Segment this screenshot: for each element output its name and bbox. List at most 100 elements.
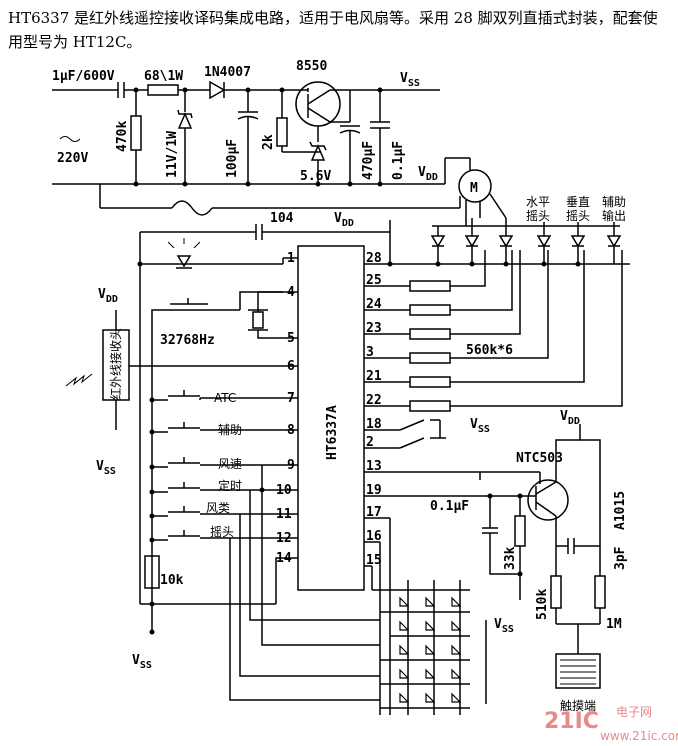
label-out-vert-1: 垂直 <box>566 195 590 209</box>
touch-pad <box>555 653 601 689</box>
label-res-1m: 1M <box>606 617 622 632</box>
svg-text:VSS: VSS <box>470 417 490 435</box>
label-out-aux-2: 输出 <box>602 208 626 223</box>
res-2k-symbol <box>276 117 288 147</box>
vdd-right: V <box>560 409 568 424</box>
vdd-ic-sub: DD <box>342 218 354 229</box>
svg-text:VDD: VDD <box>560 409 580 427</box>
label-out-horiz-1: 水平 <box>526 195 550 209</box>
label-res-in: 68\1W <box>144 69 183 84</box>
label-cap-01u-right: 0.1μF <box>430 499 469 514</box>
label-cap-3p: 3pF <box>613 546 628 570</box>
label-switch-timer: 定时 <box>218 478 242 493</box>
ic-ht6337a <box>140 245 630 591</box>
res-1m-symbol <box>594 575 606 609</box>
motor-symbol <box>458 169 492 203</box>
pin-17: 17 <box>366 505 382 520</box>
label-cap-104: 104 <box>270 211 294 226</box>
label-cap-in: 1μF/600V <box>52 69 115 84</box>
pin-18: 18 <box>366 417 382 432</box>
label-switch-speed: 风速 <box>218 457 242 471</box>
zener-56-symbol <box>310 144 326 161</box>
fuse-symbol <box>171 200 213 216</box>
vdd-ic: V <box>334 211 342 226</box>
label-switch-aux: 辅助 <box>218 423 242 437</box>
label-res-10k: 10k <box>160 573 184 588</box>
pin-8: 8 <box>287 423 295 438</box>
intro-text: HT6337 是红外线遥控接收译码集成电路，适用于电风扇等。采用 28 脚双列直… <box>8 9 658 51</box>
zener-11v-symbol <box>177 112 193 129</box>
pin-25: 25 <box>366 273 382 288</box>
vss-left: V <box>96 459 104 474</box>
vss-switch: V <box>470 417 478 432</box>
label-res-470k: 470k <box>115 121 130 152</box>
switch-bank <box>149 390 201 543</box>
watermark-text: 电子网 <box>616 705 652 719</box>
label-motor: M <box>470 181 478 196</box>
pin-15: 15 <box>366 553 382 568</box>
res-470k-symbol <box>130 115 142 151</box>
vss-bottom-sub: SS <box>140 660 152 671</box>
resistor-array <box>409 250 623 412</box>
label-switch-atc: ATC <box>214 391 236 405</box>
pin-13: 13 <box>366 459 382 474</box>
label-ic: HT6337A <box>325 405 340 460</box>
pin-14: 14 <box>276 551 292 566</box>
pin-21: 21 <box>366 369 382 384</box>
pin-2: 2 <box>366 435 374 450</box>
pin-11: 11 <box>276 507 292 522</box>
pin-10: 10 <box>276 483 292 498</box>
vss-switch-sub: SS <box>478 424 490 435</box>
pin-9: 9 <box>287 458 295 473</box>
pin-1: 1 <box>287 251 295 266</box>
pin-24: 24 <box>366 297 382 312</box>
labels: 1μF/600V 68\1W 1N4007 8550 220V 470k 11V… <box>52 59 678 743</box>
label-mains: 220V <box>57 151 88 166</box>
label-diode: 1N4007 <box>204 65 251 80</box>
vss-top: V <box>400 71 408 86</box>
pin-16: 16 <box>366 529 382 544</box>
pin-28: 28 <box>366 251 382 266</box>
vdd-right-sub: DD <box>568 416 580 427</box>
svg-text:VSS: VSS <box>96 459 116 477</box>
label-cap-470u: 470μF <box>361 141 376 180</box>
label-switch-swing: 摇头 <box>210 525 234 539</box>
label-cap-100u: 100μF <box>225 139 240 178</box>
label-res-array: 560k*6 <box>466 343 513 358</box>
transistor-a1015-symbol <box>527 479 569 521</box>
label-out-horiz-2: 摇头 <box>526 209 550 223</box>
label-touch-pad: 触摸端 <box>560 699 596 713</box>
vdd-left: V <box>98 287 106 302</box>
label-crystal: 32768Hz <box>160 333 215 348</box>
svg-text:VDD: VDD <box>98 287 118 305</box>
pin-4: 4 <box>287 285 295 300</box>
vss-left-sub: SS <box>104 466 116 477</box>
watermark-url: www.21ic.com <box>600 729 678 743</box>
svg-text:VSS: VSS <box>400 71 420 89</box>
svg-text:VDD: VDD <box>418 165 438 183</box>
res-33k-symbol <box>514 515 526 547</box>
triac-row <box>430 218 622 267</box>
svg-text:VSS: VSS <box>132 653 152 671</box>
pin-12: 12 <box>276 531 292 546</box>
label-zener-11v: 11V/1W <box>165 131 180 178</box>
vdd-left-sub: DD <box>106 294 118 305</box>
label-transistor-right: A1015 <box>613 491 628 530</box>
led-symbol <box>176 255 192 268</box>
pin-23: 23 <box>366 321 382 336</box>
left-network <box>65 220 393 701</box>
ir-light-icon <box>65 373 93 387</box>
label-zener-56: 5.6V <box>300 169 331 184</box>
ac-source-icon <box>59 136 81 142</box>
label-switch-mode: 风类 <box>206 501 230 515</box>
label-cap-01u-top: 0.1μF <box>391 141 406 180</box>
label-ntc: NTC503 <box>516 451 563 466</box>
vdd-top-sub: DD <box>426 172 438 183</box>
power-supply-section <box>52 80 507 226</box>
label-res-33k: 33k <box>503 546 518 570</box>
label-out-vert-2: 摇头 <box>566 209 590 223</box>
crystal-symbol <box>252 311 264 329</box>
vss-right: V <box>494 617 502 632</box>
vdd-top: V <box>418 165 426 180</box>
pin-19: 19 <box>366 483 382 498</box>
